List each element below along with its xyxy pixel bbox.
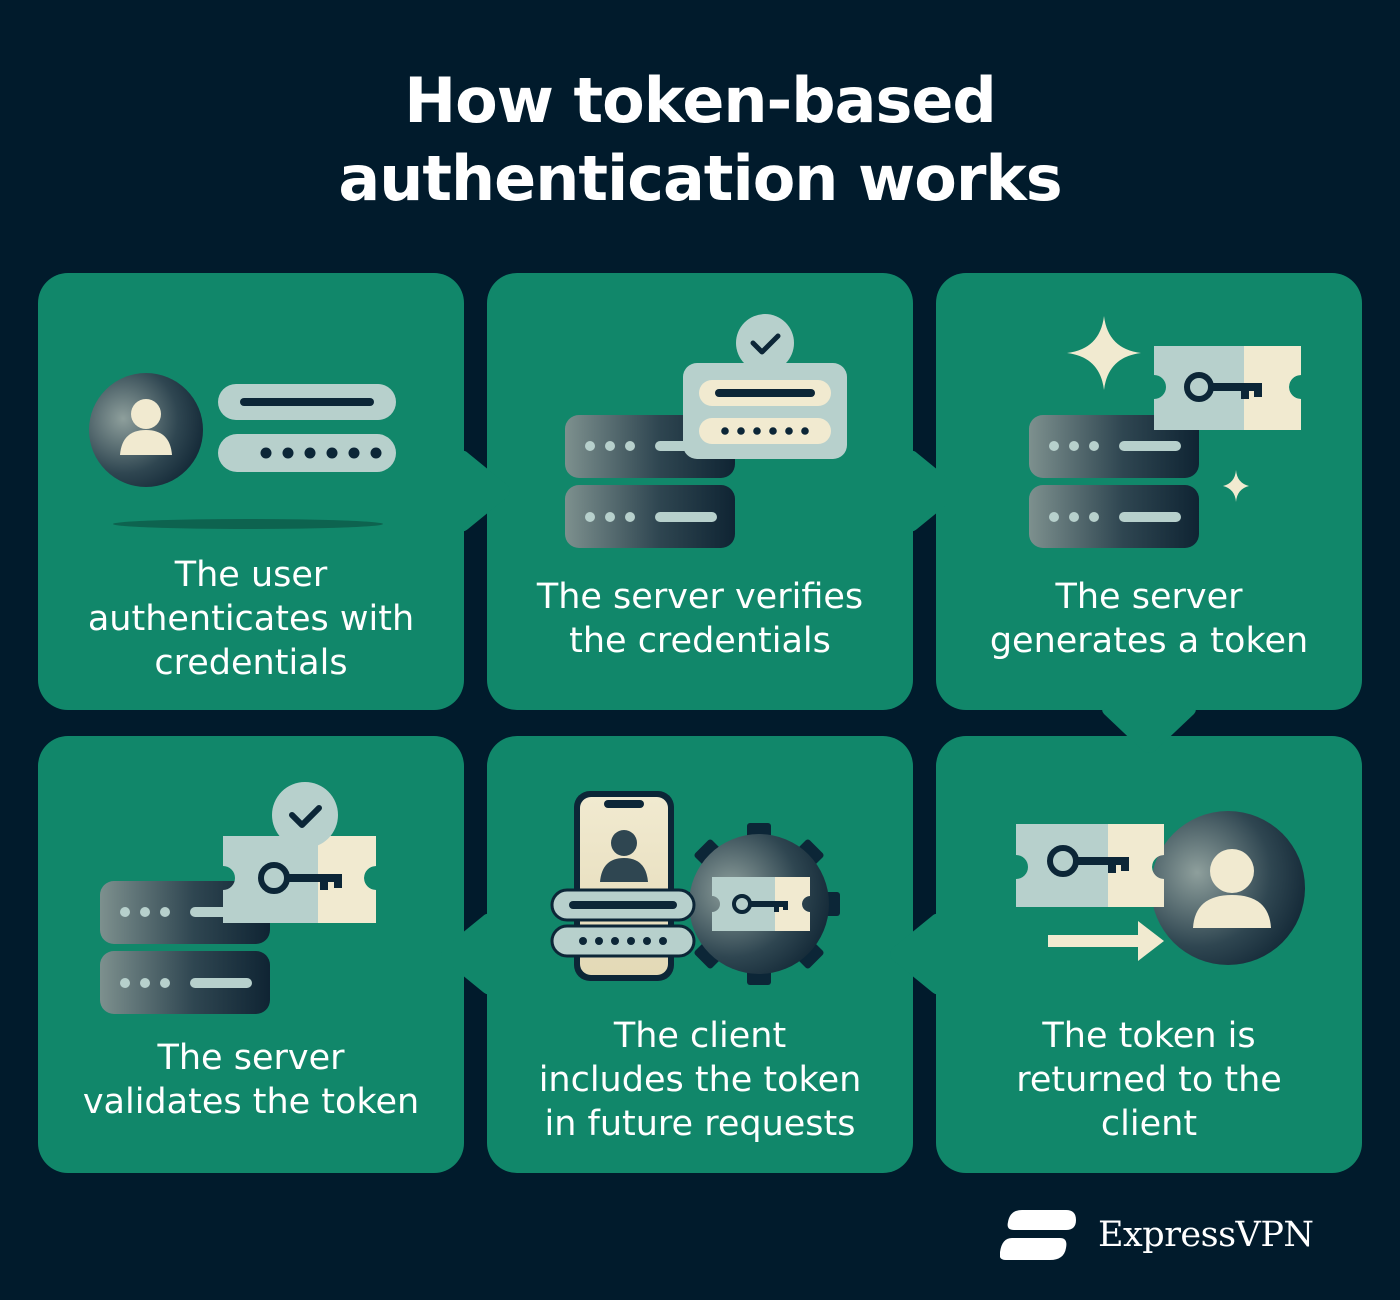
title-line-1: How token-based	[404, 64, 997, 137]
arrow-right-icon	[1048, 921, 1164, 961]
connector-1-to-2	[462, 450, 510, 532]
connector-5-to-4	[441, 913, 489, 995]
step-4-label: The server validates the token	[82, 1038, 420, 1122]
sparkle-icon	[1067, 316, 1249, 502]
step-1-label: The user authenticates with credentials	[87, 555, 415, 683]
checkmark-badge-icon	[736, 314, 794, 372]
token-key-icon	[223, 836, 376, 923]
step-card-2: The server verifies the credentials	[487, 273, 913, 710]
token-returned-illustration	[1016, 811, 1305, 965]
step-card-5: The client includes the token in future …	[487, 736, 913, 1173]
user-avatar-icon	[89, 373, 203, 487]
password-field-icon	[218, 434, 396, 472]
step-card-1: The user authenticates with credentials	[38, 273, 464, 710]
title-line-2: authentication works	[338, 142, 1062, 215]
step-2-label: The server verifies the credentials	[536, 577, 864, 661]
connector-6-to-5	[890, 913, 938, 995]
brand-logo: ExpressVPN	[1000, 1200, 1314, 1270]
server-stack-icon	[100, 881, 270, 1014]
connector-2-to-3	[911, 450, 959, 532]
user-avatar-icon	[1151, 811, 1305, 965]
step-6-label: The token is returned to the client	[1016, 1016, 1282, 1144]
expressvpn-logo	[1000, 1210, 1076, 1260]
checkmark-badge-icon	[272, 782, 338, 848]
step-card-3: The server generates a token	[936, 273, 1362, 710]
brand-name: ExpressVPN	[1098, 1215, 1314, 1255]
token-key-icon	[1016, 824, 1164, 907]
credential-fields-icon	[550, 888, 696, 958]
server-validates-token-illustration	[100, 782, 376, 1014]
page-title: How token-based authentication works	[0, 62, 1400, 218]
token-key-icon	[1154, 346, 1301, 430]
step-card-4: The server validates the token	[38, 736, 464, 1173]
username-field-icon	[218, 384, 396, 420]
client-request-illustration	[550, 791, 840, 985]
server-verifies-illustration	[565, 314, 847, 548]
connector-3-to-6	[1102, 709, 1196, 753]
server-stack-icon	[1029, 415, 1199, 548]
step-5-label: The client includes the token in future …	[538, 1016, 862, 1144]
credentials-card-icon	[683, 363, 847, 459]
user-credentials-illustration	[89, 373, 396, 529]
server-generates-token-illustration	[1029, 316, 1301, 548]
token-key-icon	[712, 877, 810, 931]
step-3-label: The server generates a token	[989, 577, 1309, 661]
step-card-6: The token is returned to the client	[936, 736, 1362, 1173]
